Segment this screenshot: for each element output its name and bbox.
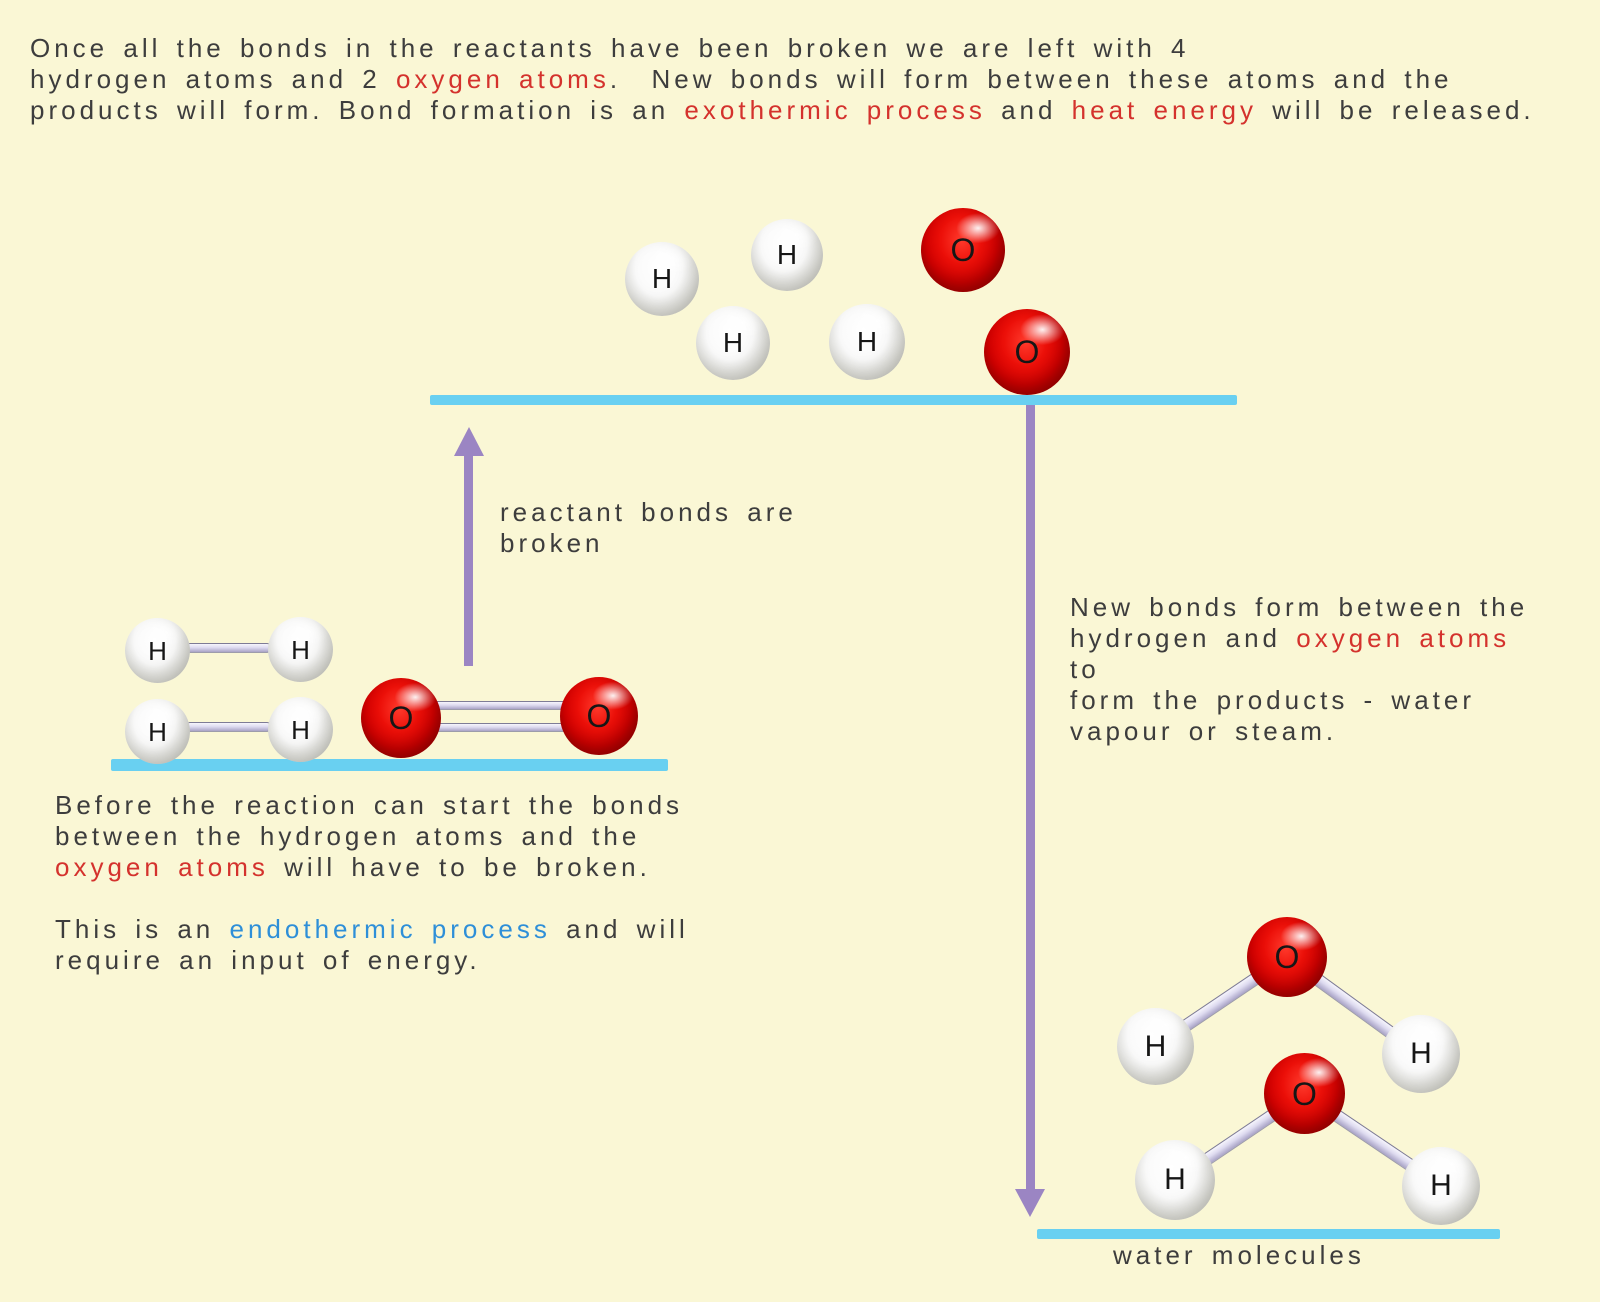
new-bonds-text-2: to form the products - water vapour or s…	[1070, 654, 1475, 746]
o2-molecule-oxygen-left: O	[361, 678, 441, 758]
o2-molecule-oxygen-right: O	[560, 677, 638, 755]
oxygen-symbol: O	[388, 700, 414, 736]
intro-paragraph: Once all the bonds in the reactants have…	[30, 33, 1570, 126]
hydrogen-symbol: H	[651, 263, 673, 294]
hydrogen-symbol: H	[148, 635, 167, 666]
h2-molecule1-hydrogen-right: H	[268, 617, 333, 682]
hydrogen-symbol: H	[148, 716, 167, 747]
h2-molecule2-hydrogen-left: H	[125, 699, 190, 764]
hydrogen-symbol: H	[1144, 1029, 1167, 1063]
h2-molecule2-hydrogen-right: H	[268, 697, 333, 762]
hh-bond-top	[186, 643, 271, 653]
down-arrow-head	[1015, 1189, 1045, 1217]
reactant-arrow-label: reactant bonds are broken	[500, 497, 797, 558]
intro-highlight-exothermic-process: exothermic process	[684, 95, 986, 125]
down-arrow-shaft	[1026, 405, 1035, 1190]
free-hydrogen-atom-2: H	[751, 219, 823, 291]
free-oxygen-atom-2: O	[984, 309, 1070, 395]
free-oxygen-atom-1: O	[921, 208, 1005, 292]
free-atoms-platform-line	[430, 395, 1237, 405]
free-hydrogen-atom-1: H	[625, 242, 699, 316]
h2-molecule1-hydrogen-left: H	[125, 618, 190, 683]
water1-hydrogen-left: H	[1117, 1008, 1194, 1085]
intro-text-1: Once all the bonds in the reactants have…	[30, 33, 1190, 94]
water2-hydrogen-right: H	[1402, 1147, 1480, 1225]
intro-text-3: and	[985, 95, 1072, 125]
oxygen-symbol: O	[1014, 334, 1040, 370]
intro-text-2: . New bonds will form between these atom…	[30, 64, 1453, 125]
hh-bond-bottom	[186, 722, 271, 732]
oxygen-symbol: O	[1274, 939, 1300, 975]
oo-double-bond-upper	[432, 701, 575, 710]
products-platform-line	[1037, 1229, 1500, 1239]
water1-oxygen: O	[1247, 917, 1327, 997]
oxygen-symbol: O	[1292, 1075, 1317, 1112]
hydrogen-symbol: H	[1430, 1169, 1452, 1202]
endothermic-highlight-endothermic-process: endothermic process	[229, 914, 551, 944]
free-hydrogen-atom-4: H	[829, 304, 905, 380]
hydrogen-symbol: H	[776, 239, 798, 270]
before-reaction-text-2: will have to be broken.	[268, 852, 651, 882]
water2-hydrogen-left: H	[1135, 1140, 1215, 1220]
free-hydrogen-atom-3: H	[696, 306, 770, 380]
intro-highlight-heat-energy: heat energy	[1071, 95, 1257, 125]
intro-highlight-oxygen-atoms: oxygen atoms	[395, 64, 610, 94]
hydrogen-symbol: H	[1164, 1163, 1186, 1196]
water1-hydrogen-right: H	[1382, 1015, 1460, 1093]
before-reaction-highlight-oxygen-atoms: oxygen atoms	[55, 852, 269, 882]
up-arrow-shaft	[464, 454, 473, 666]
reactants-platform-line	[111, 759, 668, 771]
oxygen-symbol: O	[586, 698, 612, 734]
new-bonds-highlight-oxygen-atoms: oxygen atoms	[1296, 623, 1511, 653]
new-bonds-text-1: New bonds form between the hydrogen and	[1070, 592, 1529, 653]
hydrogen-symbol: H	[291, 714, 310, 745]
endothermic-text-2: and will require an input of energy.	[55, 914, 689, 975]
water-molecules-label: water molecules	[1113, 1240, 1365, 1270]
oxygen-symbol: O	[950, 232, 976, 268]
oo-double-bond-lower	[432, 723, 575, 732]
before-reaction-text-1: Before the reaction can start the bonds …	[55, 790, 684, 851]
intro-text-4: will be released.	[1257, 95, 1535, 125]
new-bonds-paragraph: New bonds form between the hydrogen and …	[1070, 592, 1550, 747]
endothermic-paragraph: This is an endothermic process and will …	[55, 914, 735, 976]
hydrogen-symbol: H	[722, 327, 744, 358]
hydrogen-symbol: H	[291, 634, 310, 665]
up-arrow-head	[454, 427, 484, 456]
endothermic-text-1: This is an	[55, 914, 230, 944]
water2-oxygen: O	[1264, 1053, 1345, 1134]
hydrogen-symbol: H	[856, 326, 878, 357]
hydrogen-symbol: H	[1410, 1037, 1432, 1070]
before-reaction-paragraph: Before the reaction can start the bonds …	[55, 790, 735, 883]
